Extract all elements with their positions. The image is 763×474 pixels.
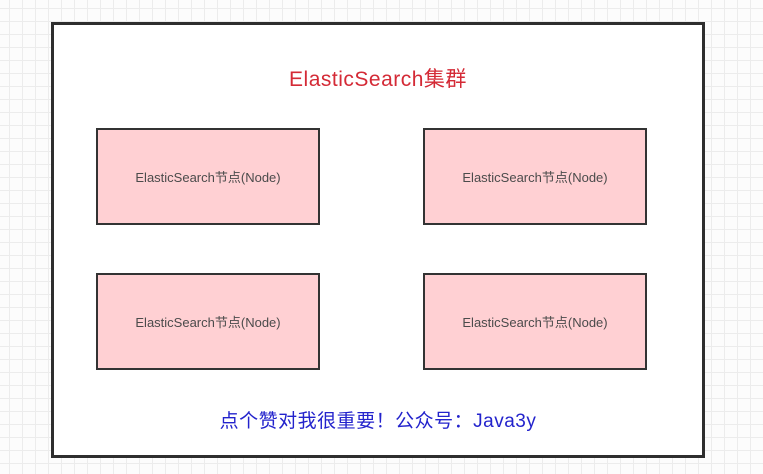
es-node-label: ElasticSearch节点(Node) [135,170,281,185]
es-node-box-bottom-left: ElasticSearch节点(Node) [96,273,320,370]
cluster-diagram-sheet: ElasticSearch集群 ElasticSearch节点(Node) El… [51,22,705,458]
es-node-box-top-right: ElasticSearch节点(Node) [423,128,647,225]
es-node-box-top-left: ElasticSearch节点(Node) [96,128,320,225]
es-node-label: ElasticSearch节点(Node) [135,315,281,330]
es-node-box-bottom-right: ElasticSearch节点(Node) [423,273,647,370]
es-node-label: ElasticSearch节点(Node) [462,170,608,185]
cluster-title: ElasticSearch集群 [289,68,467,91]
es-node-label: ElasticSearch节点(Node) [462,315,608,330]
footer-caption: 点个赞对我很重要！公众号：Java3y [219,411,537,432]
